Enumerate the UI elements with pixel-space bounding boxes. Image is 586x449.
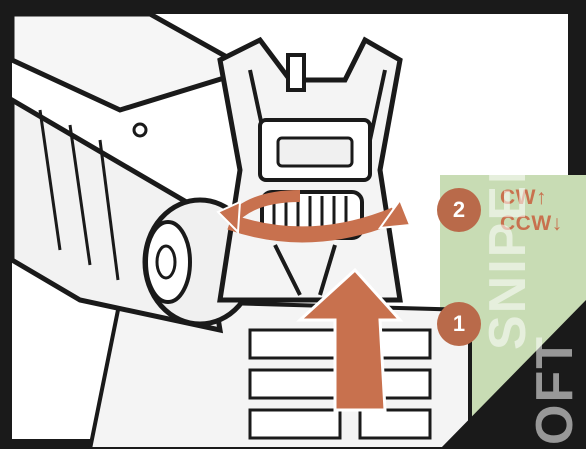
step-1-number: 1 [453,311,465,337]
step-1-badge: 1 [437,302,481,346]
watermark-line2: OFT [525,335,585,445]
screw [134,124,146,136]
sight-aperture [278,138,352,166]
step-2-number: 2 [453,197,465,223]
knob-center [157,246,175,278]
step-2-badge: 2 [437,188,481,232]
watermark-line1: SNIPER [478,144,538,350]
sight-post [288,55,304,90]
